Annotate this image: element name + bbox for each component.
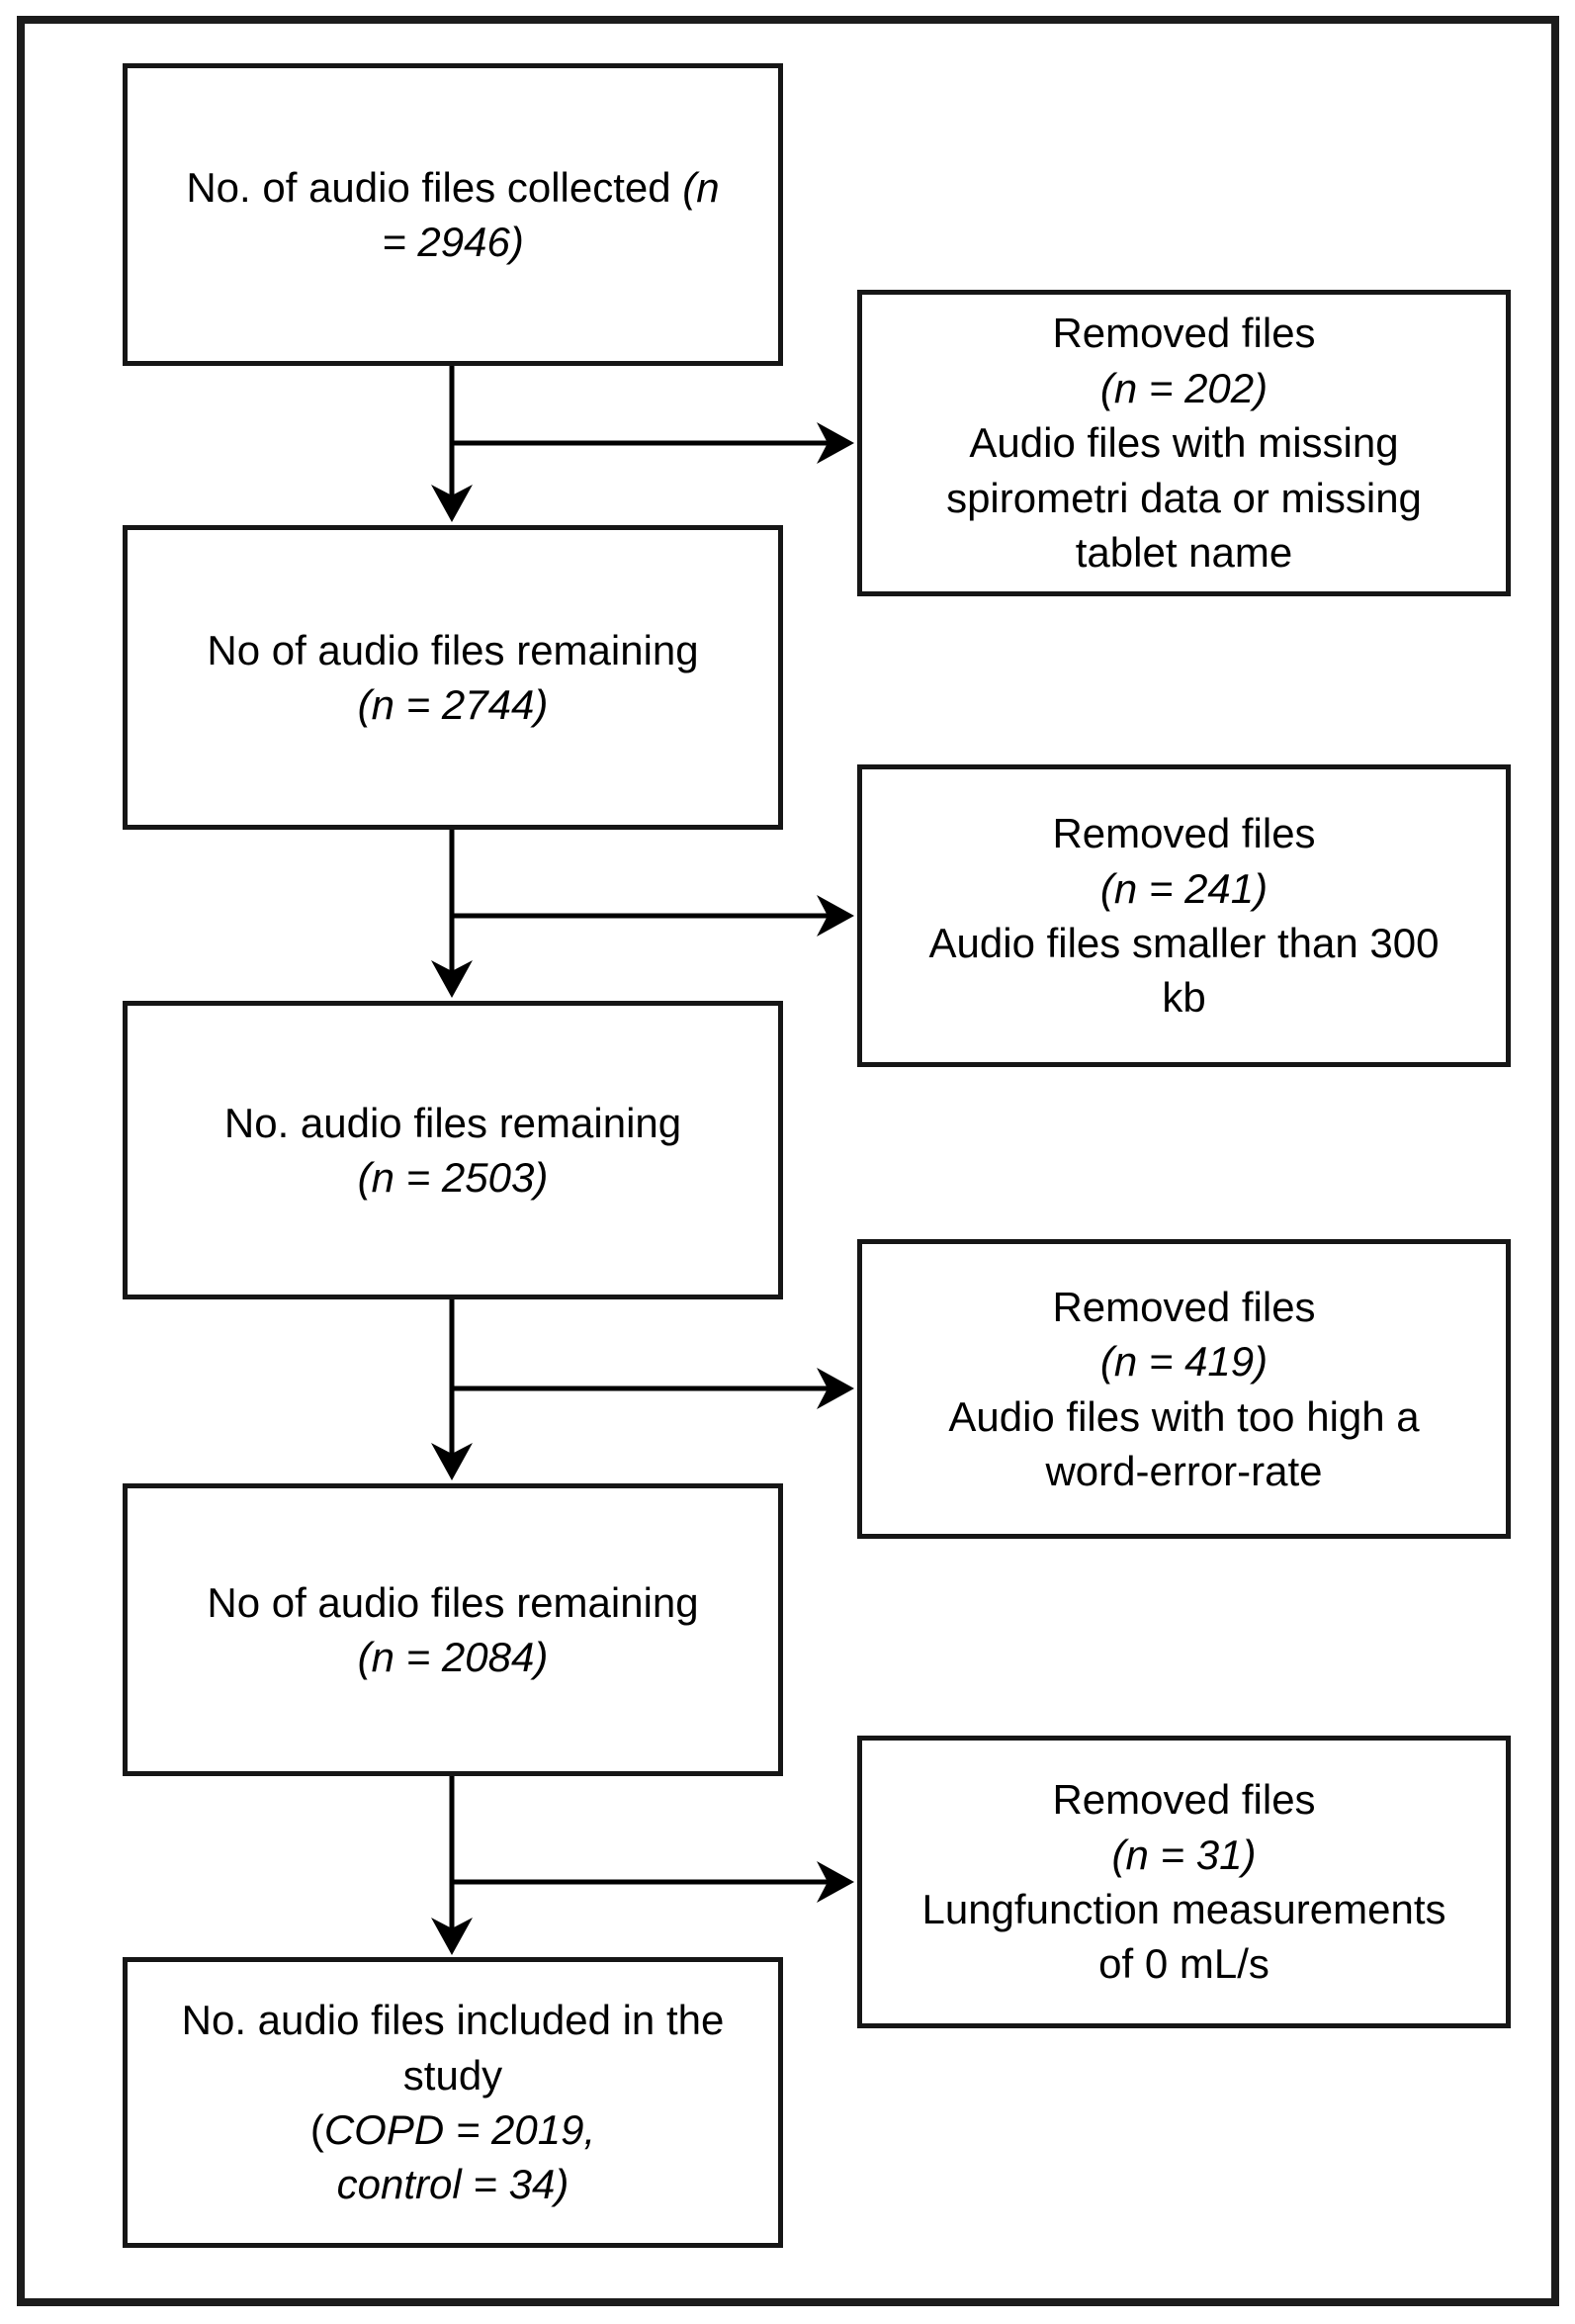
- box-text-line: (n = 2744): [357, 681, 549, 728]
- box-text-line: (n = 2503): [357, 1154, 549, 1201]
- box-audio-files-included-in-study: No. audio files included in the study (COP…: [123, 1957, 783, 2248]
- arrow-down-icon: [431, 1918, 473, 1955]
- box-text-line: (n = 241): [1099, 864, 1269, 912]
- arrow-right-icon: [817, 422, 854, 464]
- box-audio-files-remaining-2084: No of audio files remaining (n = 2084): [123, 1483, 783, 1776]
- box-audio-files-collected: No. of audio files collected (n = 2946): [123, 63, 783, 366]
- box-text-line: Lungfunction measurements: [921, 1886, 1446, 1932]
- box-text-line: Removed files: [1052, 810, 1316, 857]
- box-removed-smaller-300kb: Removed files (n = 241) Audio files smalle…: [857, 764, 1511, 1067]
- box-text-line: Audio files with missing: [969, 419, 1399, 467]
- connector-group-4: [431, 1774, 854, 1955]
- connector-group-1: [431, 364, 854, 522]
- arrow-right-icon: [817, 895, 854, 937]
- box-text-line: (COPD = 2019,: [309, 2106, 596, 2153]
- arrow-down-icon: [431, 1443, 473, 1480]
- box-text-line: = 2946): [382, 219, 524, 265]
- box-audio-files-remaining-2503: No. audio files remaining (n = 2503): [123, 1001, 783, 1299]
- box-text-line: (n = 202): [1099, 364, 1269, 411]
- figure-border: [17, 16, 1559, 2306]
- box-audio-files-remaining-2744: No of audio files remaining (n = 2744): [123, 525, 783, 830]
- box-text-line: kb: [1162, 974, 1206, 1022]
- arrow-right-icon: [817, 1368, 854, 1409]
- box-text-line: tablet name: [1075, 529, 1293, 577]
- box-text-line: Audio files with too high a: [948, 1392, 1420, 1440]
- box-removed-missing-spirometri: Removed files (n = 202) Audio files with m…: [857, 290, 1511, 596]
- arrow-right-icon: [817, 1861, 854, 1903]
- box-text-line: (n = 2084): [357, 1634, 549, 1680]
- box-text-line: Removed files: [1052, 1776, 1316, 1824]
- box-text-line: No. audio files included in the: [181, 1997, 725, 2044]
- arrow-down-icon: [431, 960, 473, 998]
- box-text-line: control = 34): [336, 2161, 569, 2208]
- box-text-line: (n = 31): [1111, 1831, 1257, 1878]
- box-removed-zero-lungfunction: Removed files (n = 31) Lungfunction measur…: [857, 1736, 1511, 2028]
- box-text-line: No. audio files remaining: [223, 1099, 682, 1146]
- box-text-line: of 0 mL/s: [1098, 1940, 1269, 1988]
- box-text-line: spirometri data or missing: [946, 474, 1422, 521]
- box-text-line: study: [402, 2051, 503, 2099]
- box-text-line: (n = 419): [1099, 1338, 1269, 1385]
- box-text-line: Removed files: [1052, 1283, 1316, 1330]
- box-text-line: Audio files smaller than 300: [928, 920, 1440, 966]
- box-text-line: word-error-rate: [1045, 1447, 1323, 1494]
- connector-group-3: [431, 1297, 854, 1480]
- connector-group-2: [431, 828, 854, 998]
- arrow-down-icon: [431, 485, 473, 522]
- box-text-line: No of audio files remaining: [207, 1578, 699, 1626]
- box-removed-high-word-error-rate: Removed files (n = 419) Audio files with t…: [857, 1239, 1511, 1539]
- box-text-line: No. of audio files collected (n: [186, 163, 720, 211]
- box-text-line: No of audio files remaining: [207, 626, 699, 673]
- box-text-line: Removed files: [1052, 310, 1316, 357]
